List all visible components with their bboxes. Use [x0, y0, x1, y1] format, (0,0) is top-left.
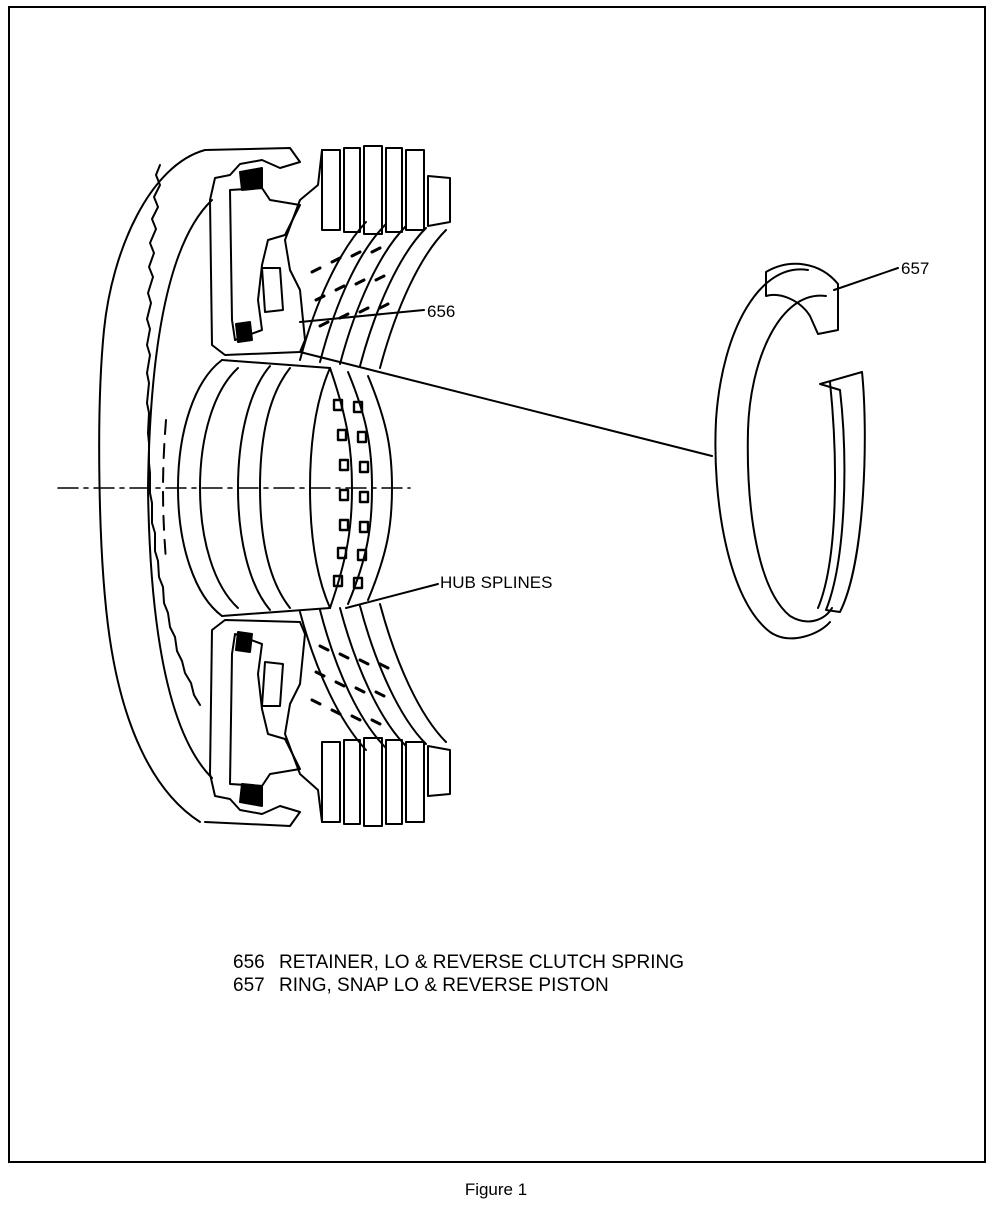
- hub-inner: [199, 367, 239, 609]
- callout-hub-splines: HUB SPLINES: [440, 573, 553, 592]
- figure-caption: Figure 1: [464, 1180, 528, 1199]
- legend-number: 656: [233, 952, 265, 973]
- leader-656: [299, 309, 425, 323]
- hub-outer: [177, 359, 223, 617]
- housing-outer-rim: [98, 149, 206, 823]
- lower-section: [204, 619, 323, 827]
- upper-section: [204, 147, 323, 356]
- upper-clutch-plates: [299, 145, 451, 369]
- legend-description: RING, SNAP LO & REVERSE PISTON: [279, 975, 609, 996]
- leader-656-ring: [299, 351, 713, 457]
- legend-number: 657: [233, 975, 265, 996]
- legend-row-656: 656 RETAINER, LO & REVERSE CLUTCH SPRING: [233, 951, 684, 974]
- callout-656: 656: [427, 302, 456, 321]
- leader-657: [833, 267, 899, 291]
- lower-clutch-plates: [299, 603, 451, 827]
- callout-657: 657: [901, 259, 930, 278]
- figure-frame: [8, 6, 986, 1163]
- legend-row-657: 657 RING, SNAP LO & REVERSE PISTON: [233, 974, 684, 997]
- legend-description: RETAINER, LO & REVERSE CLUTCH SPRING: [279, 952, 685, 973]
- leader-hub-splines: [345, 583, 439, 609]
- housing-rim-serration: [146, 164, 201, 706]
- housing-inner-dash: [162, 419, 167, 561]
- housing-inner-face: [147, 199, 213, 779]
- snap-ring-657: [714, 262, 866, 640]
